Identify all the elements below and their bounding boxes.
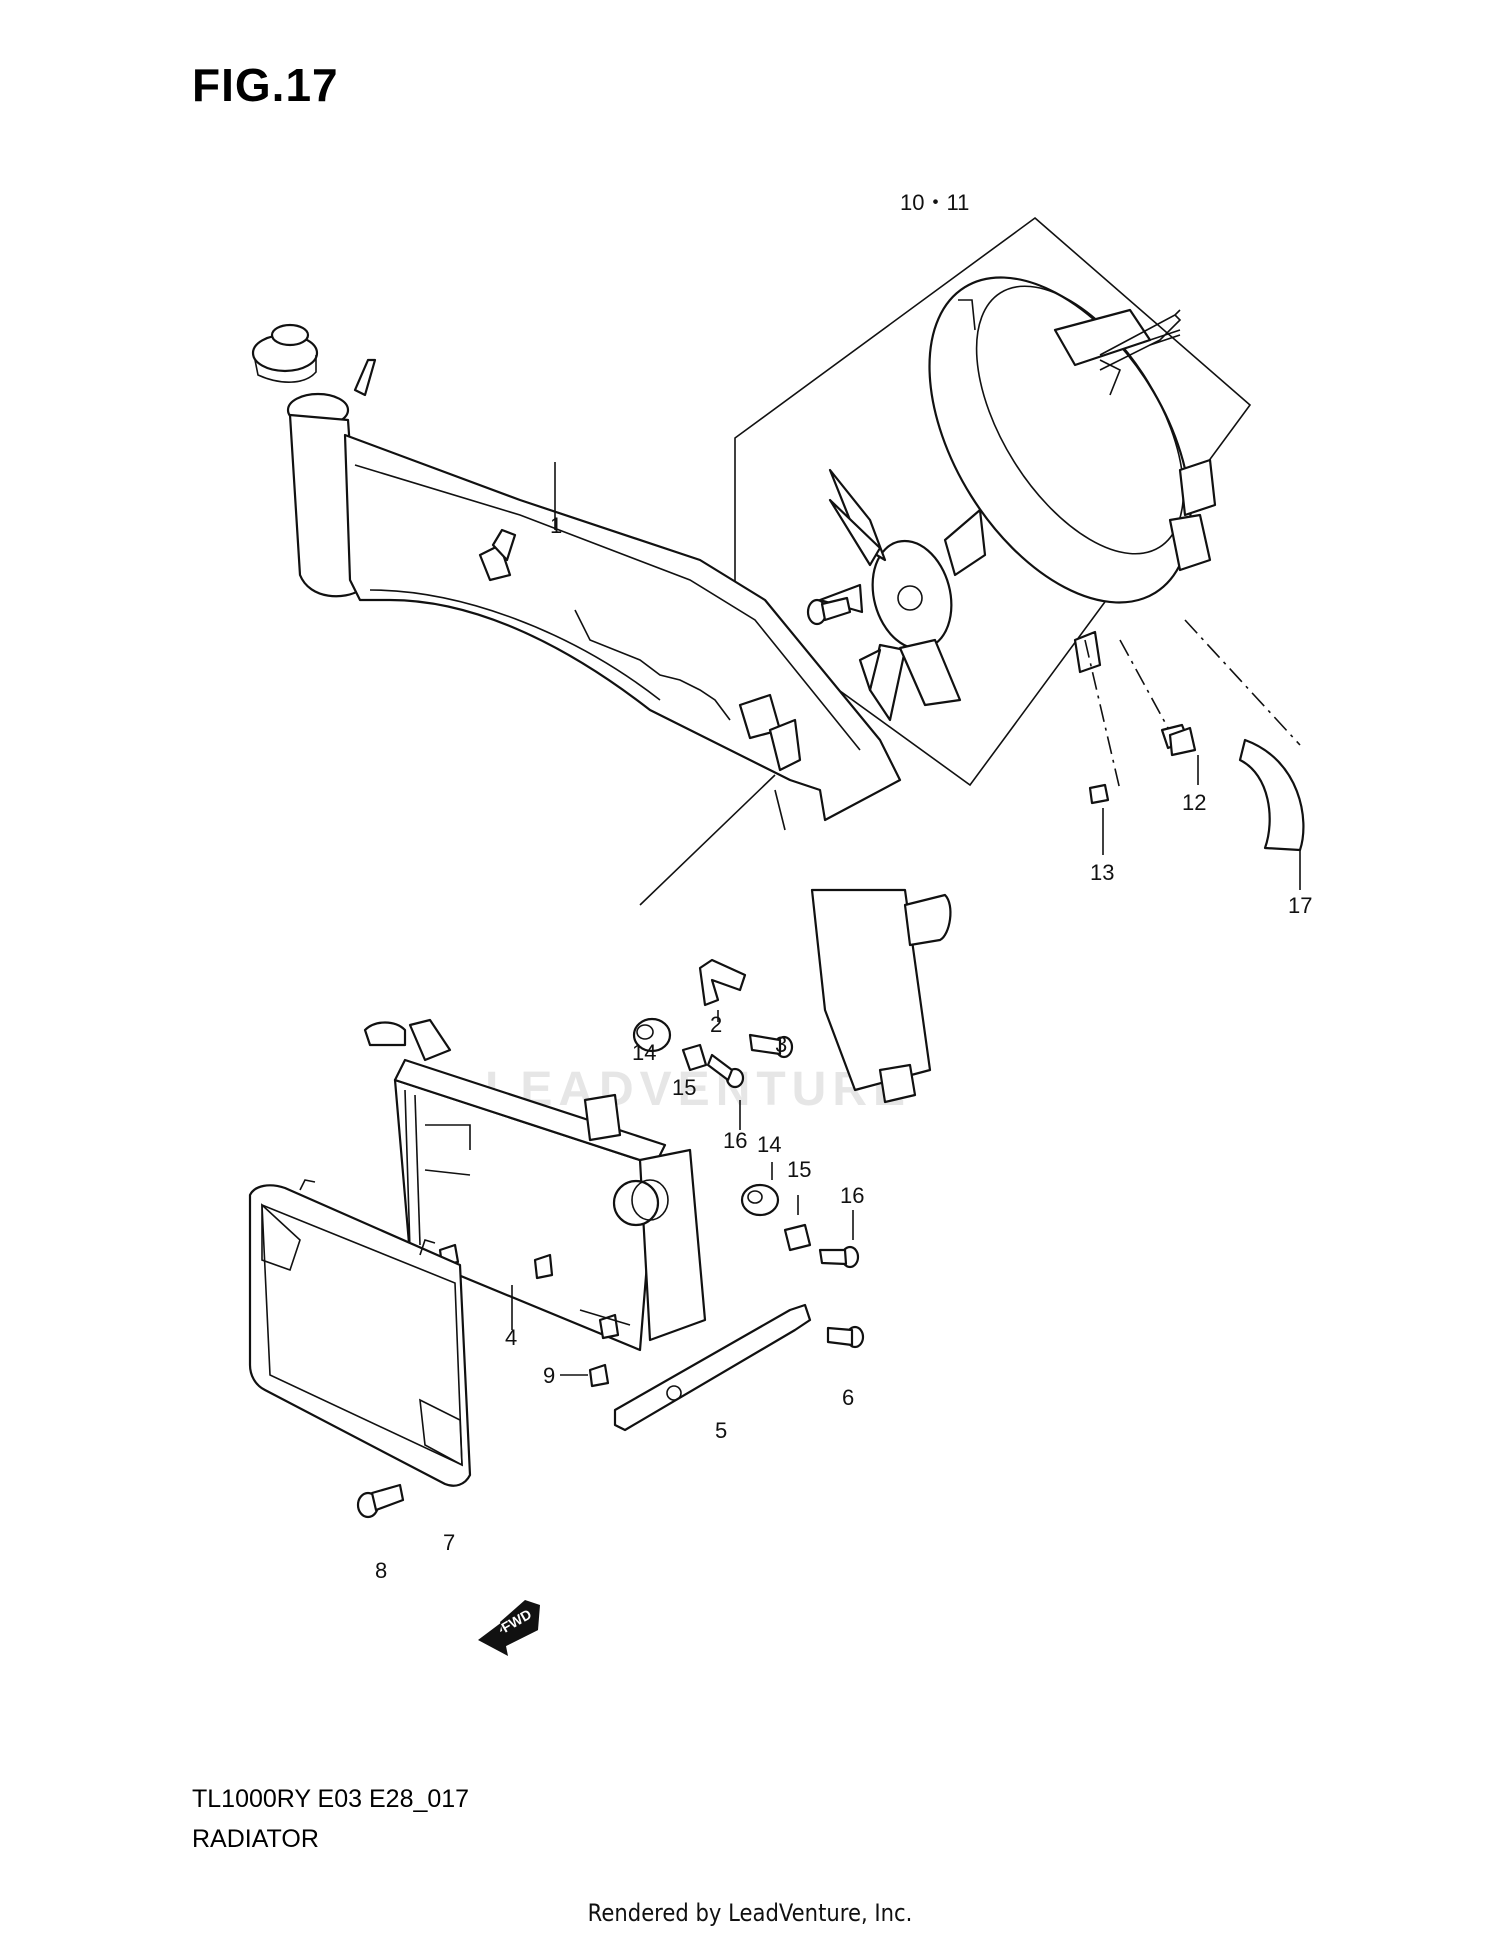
part-13-clip-nut <box>1088 783 1110 805</box>
fan-shroud <box>928 276 1217 674</box>
callout-14-lower: 14 <box>757 1132 781 1157</box>
part-7-screw <box>356 1483 405 1519</box>
fan-blade <box>818 468 987 722</box>
callout-3: 3 <box>775 1032 787 1057</box>
part-3-bolt <box>748 1033 794 1059</box>
callout-17: 17 <box>1288 893 1312 918</box>
callout-8: 8 <box>375 1558 387 1583</box>
callout-7: 7 <box>443 1530 455 1555</box>
rendered-by-credit: Rendered by LeadVenture, Inc. <box>587 1899 913 1927</box>
radiator-cap <box>251 323 319 383</box>
part-17-band <box>1238 738 1305 852</box>
callout-1: 1 <box>550 513 562 538</box>
forward-arrow: FWD <box>478 1600 540 1656</box>
fan-assembly-box <box>734 216 1252 787</box>
part-12-bolt <box>1160 723 1197 757</box>
callout-15-upper: 15 <box>672 1075 696 1100</box>
part-9-nut <box>588 1363 610 1388</box>
callout-15-lower: 15 <box>787 1157 811 1182</box>
callout-12: 12 <box>1182 790 1206 815</box>
part-16-bolt-lower <box>818 1245 860 1269</box>
callout-14-upper: 14 <box>632 1040 656 1065</box>
fan-screw <box>806 596 852 626</box>
part-2-bracket <box>698 958 747 1007</box>
watermark: LEADVENTURE <box>485 1063 912 1116</box>
upper-radiator <box>286 358 952 1104</box>
callout-16-lower: 16 <box>840 1183 864 1208</box>
section-name: RADIATOR <box>192 1825 319 1853</box>
figure-title: FIG.17 <box>192 59 339 111</box>
part-16-bolt-upper <box>706 1053 745 1089</box>
callout-4: 4 <box>505 1325 517 1350</box>
callout-10-11: 10・11 <box>900 190 969 215</box>
part-15-collar-lower <box>783 1223 812 1252</box>
callout-2: 2 <box>710 1012 722 1037</box>
part-6-bolt <box>826 1325 865 1349</box>
part-5-stay <box>613 1303 812 1432</box>
callout-16-upper: 16 <box>723 1128 747 1153</box>
part-15-collar-upper <box>681 1043 708 1072</box>
callout-9: 9 <box>543 1363 555 1388</box>
lower-radiator <box>363 1018 707 1352</box>
part-14-grommet-lower <box>740 1183 780 1217</box>
model-code: TL1000RY E03 E28_017 <box>192 1785 470 1813</box>
radiator-grille <box>248 1179 472 1487</box>
callout-13: 13 <box>1090 860 1114 885</box>
callout-5: 5 <box>715 1418 727 1443</box>
part-14-grommet-upper <box>632 1017 672 1053</box>
callout-6: 6 <box>842 1385 854 1410</box>
